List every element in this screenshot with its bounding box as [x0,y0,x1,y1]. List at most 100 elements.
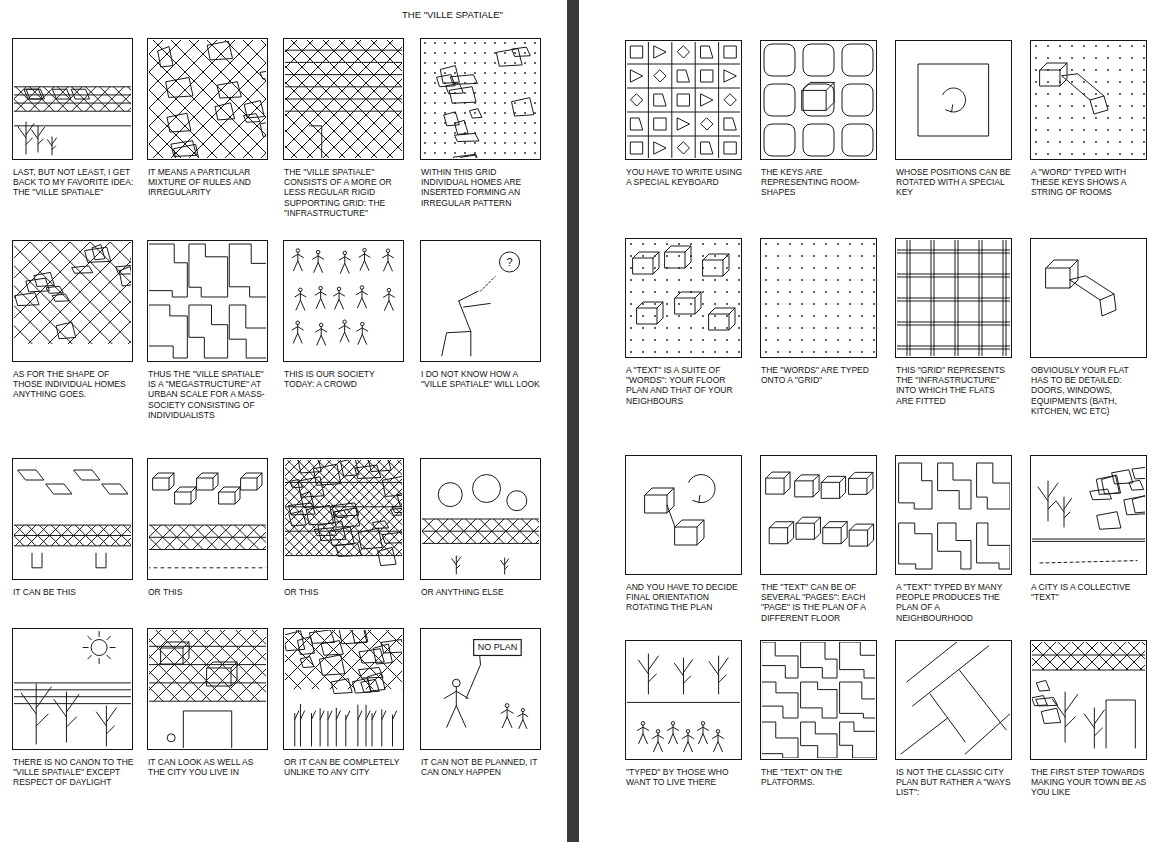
sketch-stroke [442,332,471,356]
comic-panel: OR ANYTHING ELSE [420,458,541,580]
sketch-stroke [344,324,345,333]
grid-dot [678,327,680,329]
grid-dot [424,72,426,74]
sketch-stroke [1065,695,1078,713]
sketch-stroke [295,460,393,556]
sketch-stroke [627,136,740,137]
grid-dot [444,112,446,114]
key-outline [764,44,795,76]
sketch-stroke [1032,642,1058,670]
sketch-stroke [36,687,51,708]
grid-dot [424,142,426,144]
sketch-stroke [631,142,643,154]
grid-dot [861,291,863,293]
grid-dot [454,142,456,144]
grid-dot [690,303,692,305]
sketch-stroke [85,247,111,262]
sketch-stroke [1090,96,1108,114]
grid-dot [1119,93,1121,95]
grid-dot [765,267,767,269]
grid-dot [1035,69,1037,71]
grid-dot [484,92,486,94]
sketch-stroke [654,142,666,154]
sketch-stroke [14,103,131,104]
sketch-stroke [631,94,643,106]
grid-dot [837,291,839,293]
grid-dot [678,279,680,281]
panel-caption: WHOSE POSITIONS CAN BE ROTATED WITH A SP… [896,167,1013,198]
sketch-stroke [1056,642,1086,670]
grid-dot [434,42,436,44]
grid-dot [777,303,779,305]
sketch-circle [296,321,300,325]
page-gutter [567,0,579,842]
grid-dot [837,303,839,305]
grid-dot [534,112,536,114]
grid-dot [504,92,506,94]
grid-dot [494,122,496,124]
panel-sketch [918,64,988,136]
grid-dot [1083,105,1085,107]
sketch-stroke [1094,728,1102,736]
sketch-stroke [1098,642,1128,670]
page-title: THE "VILLE SPATIALE" [402,9,503,20]
sketch-stroke [285,531,402,532]
grid-dot [534,152,536,154]
sketch-stroke [384,630,402,689]
sketch-stroke [330,630,391,689]
grid-dot [434,132,436,134]
grid-dot [1131,69,1133,71]
grid-dot [861,243,863,245]
sketch-stroke [709,308,735,314]
grid-dot [484,142,486,144]
grid-dot [726,291,728,293]
grid-dot [825,315,827,317]
grid-dot [1095,57,1097,59]
sketch-stroke [675,527,697,545]
sketch-stroke [285,86,402,87]
sketch-stroke [678,94,690,106]
grid-dot [504,82,506,84]
sketch-stroke [965,712,1010,754]
sketch-stroke [250,630,266,701]
grid-dot [474,122,476,124]
sketch-stroke [205,40,266,158]
grid-dot [474,142,476,144]
grid-dot [1095,93,1097,95]
panel-caption: IT CAN LOOK AS WELL AS THE CITY YOU LIVE… [148,757,269,777]
grid-dot [801,303,803,305]
sketch-stroke [395,460,402,556]
sketch-stroke [365,460,402,556]
sketch-stroke [1140,642,1145,670]
grid-dot [424,42,426,44]
sketch-circle [167,734,175,742]
sketch-stroke [422,519,539,520]
sketch-stroke [840,642,875,678]
sketch-stroke [266,630,267,701]
sketch-stroke [320,711,324,720]
grid-dot [1035,81,1037,83]
sketch-stroke [446,84,463,94]
grid-dot [801,291,803,293]
sketch-stroke [14,111,131,112]
grid-dot [1143,93,1145,95]
grid-dot [630,255,632,257]
sketch-stroke [1056,642,1086,670]
sketch-stroke [444,112,459,126]
sketch-stroke [169,40,266,158]
grid-dot [524,142,526,144]
grid-dot [654,339,656,341]
sketch-stroke [14,86,131,87]
grid-dot [642,339,644,341]
grid-dot [1071,105,1073,107]
grid-dot [825,243,827,245]
sketch-stroke [218,630,266,701]
grid-dot [534,62,536,64]
sketch-stroke [795,481,813,497]
sketch-stroke [114,87,131,111]
grid-dot [666,291,668,293]
sketch-stroke [1040,561,1137,563]
sketch-stroke [918,64,988,136]
grid-dot [1083,141,1085,143]
grid-dot [765,243,767,245]
